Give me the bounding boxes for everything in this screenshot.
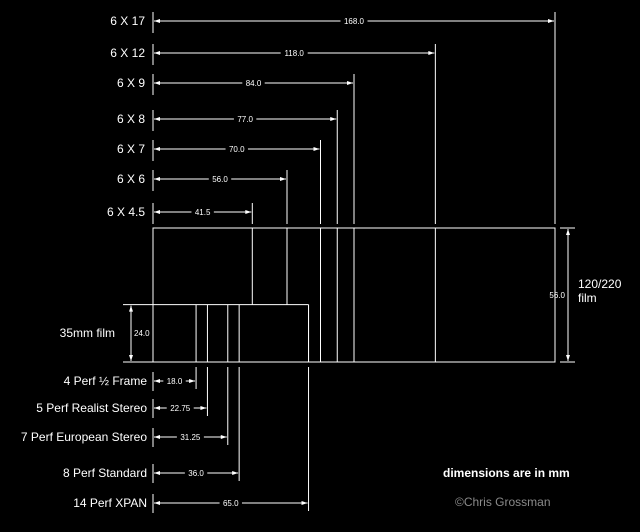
- format-6-x-17-dimension-arrow-right: [548, 19, 554, 23]
- format-6-x-6-dimension-label-bg: [208, 175, 232, 183]
- format-7-perf-european-stereo-dimension-arrow-right: [220, 435, 227, 439]
- 35mm-height-dimension-arrow-top: [129, 305, 133, 312]
- format-7-perf-european-stereo-dimension-label-bg: [176, 433, 204, 441]
- format-6-x-7-name: 6 X 7: [117, 142, 145, 156]
- format-14-perf-xpan-name: 14 Perf XPAN: [73, 496, 147, 510]
- units-note: dimensions are in mm: [443, 466, 570, 480]
- format-6-x-4-5-dimension-arrow-right: [245, 210, 252, 214]
- format-6-x-12-dimension-label-bg: [280, 49, 308, 57]
- format-7-perf-european-stereo-dimension-arrow-left: [154, 435, 160, 439]
- format-4-perf-frame-dimension-label-bg: [163, 377, 186, 385]
- format-5-perf-realist-stereo-name: 5 Perf Realist Stereo: [36, 401, 147, 415]
- format-6-x-17-dimension-label-bg: [340, 17, 368, 25]
- 120-film-label: 120/220: [578, 277, 622, 291]
- format-6-x-7-dimension-label: 70.0: [229, 145, 245, 154]
- format-6-x-9-dimension-arrow-left: [154, 81, 160, 85]
- format-4-perf-frame-name: 4 Perf ½ Frame: [64, 374, 148, 388]
- format-6-x-12-dimension-label: 118.0: [284, 49, 304, 58]
- format-6-x-8-dimension-label-bg: [233, 115, 257, 123]
- format-8-perf-standard-dimension-label: 36.0: [188, 469, 204, 478]
- format-6-x-9-dimension-label: 84.0: [246, 79, 262, 88]
- format-5-perf-realist-stereo-dimension-label-bg: [166, 404, 194, 412]
- format-8-perf-standard-dimension-arrow-left: [154, 471, 160, 475]
- format-4-perf-frame-dimension-label: 18.0: [167, 377, 183, 386]
- 120-height-dimension-arrow-top: [566, 229, 570, 235]
- 120-height-dimension-arrow-bottom: [566, 355, 570, 361]
- format-6-x-7-dimension-arrow-left: [154, 147, 160, 151]
- format-4-perf-frame-dimension-arrow-right: [189, 379, 196, 383]
- format-6-x-4-5-dimension-arrow-left: [154, 210, 160, 214]
- format-6-x-7-dimension-label-bg: [225, 145, 248, 153]
- format-6-x-12-dimension-arrow-left: [154, 51, 160, 55]
- format-4-perf-frame-dimension-arrow-left: [154, 379, 160, 383]
- format-5-perf-realist-stereo-dimension-arrow-left: [154, 406, 160, 410]
- 120-film-outline: [152, 227, 556, 363]
- format-6-x-7-dimension-arrow-right: [313, 147, 320, 151]
- format-7-perf-european-stereo-name: 7 Perf European Stereo: [21, 430, 147, 444]
- 35mm-film-label: 35mm film: [60, 326, 115, 340]
- format-7-perf-european-stereo-dimension-label: 31.25: [180, 433, 201, 442]
- format-6-x-9-dimension-arrow-right: [347, 81, 353, 85]
- format-6-x-8-dimension-label: 77.0: [237, 115, 253, 124]
- format-6-x-12-name: 6 X 12: [110, 46, 145, 60]
- format-8-perf-standard-dimension-label-bg: [184, 469, 208, 477]
- format-6-x-4-5-name: 6 X 4.5: [107, 205, 145, 219]
- credit-text: ©Chris Grossman: [455, 495, 551, 509]
- format-6-x-6-dimension-arrow-right: [280, 177, 286, 181]
- format-6-x-8-dimension-arrow-left: [154, 117, 160, 121]
- format-6-x-17-dimension-arrow-left: [154, 19, 160, 23]
- format-6-x-17-name: 6 X 17: [110, 14, 145, 28]
- 120-height-label: 56.0: [549, 291, 565, 300]
- format-14-perf-xpan-dimension-label: 65.0: [223, 499, 239, 508]
- format-6-x-4-5-dimension-label: 41.5: [195, 208, 211, 217]
- format-6-x-6-dimension-label: 56.0: [212, 175, 228, 184]
- format-6-x-8-name: 6 X 8: [117, 112, 145, 126]
- 35mm-height-dimension-arrow-bottom: [129, 355, 133, 361]
- format-6-x-8-dimension-arrow-right: [330, 117, 337, 121]
- format-6-x-4-5-dimension-label-bg: [191, 208, 214, 216]
- 120-film-label-2: film: [578, 291, 597, 305]
- format-8-perf-standard-name: 8 Perf Standard: [63, 466, 147, 480]
- format-6-x-6-dimension-arrow-left: [154, 177, 160, 181]
- format-6-x-17-dimension-label: 168.0: [344, 17, 365, 26]
- format-14-perf-xpan-dimension-label-bg: [219, 499, 242, 507]
- format-8-perf-standard-dimension-arrow-right: [232, 471, 239, 475]
- format-6-x-12-dimension-arrow-right: [428, 51, 435, 55]
- format-5-perf-realist-stereo-dimension-arrow-right: [200, 406, 207, 410]
- format-6-x-6-name: 6 X 6: [117, 172, 145, 186]
- format-6-x-9-name: 6 X 9: [117, 76, 145, 90]
- format-14-perf-xpan-dimension-arrow-left: [154, 501, 160, 505]
- format-5-perf-realist-stereo-dimension-label: 22.75: [170, 404, 191, 413]
- format-6-x-9-dimension-label-bg: [242, 79, 265, 87]
- 35mm-height-label: 24.0: [134, 329, 150, 338]
- format-14-perf-xpan-dimension-arrow-right: [301, 501, 308, 505]
